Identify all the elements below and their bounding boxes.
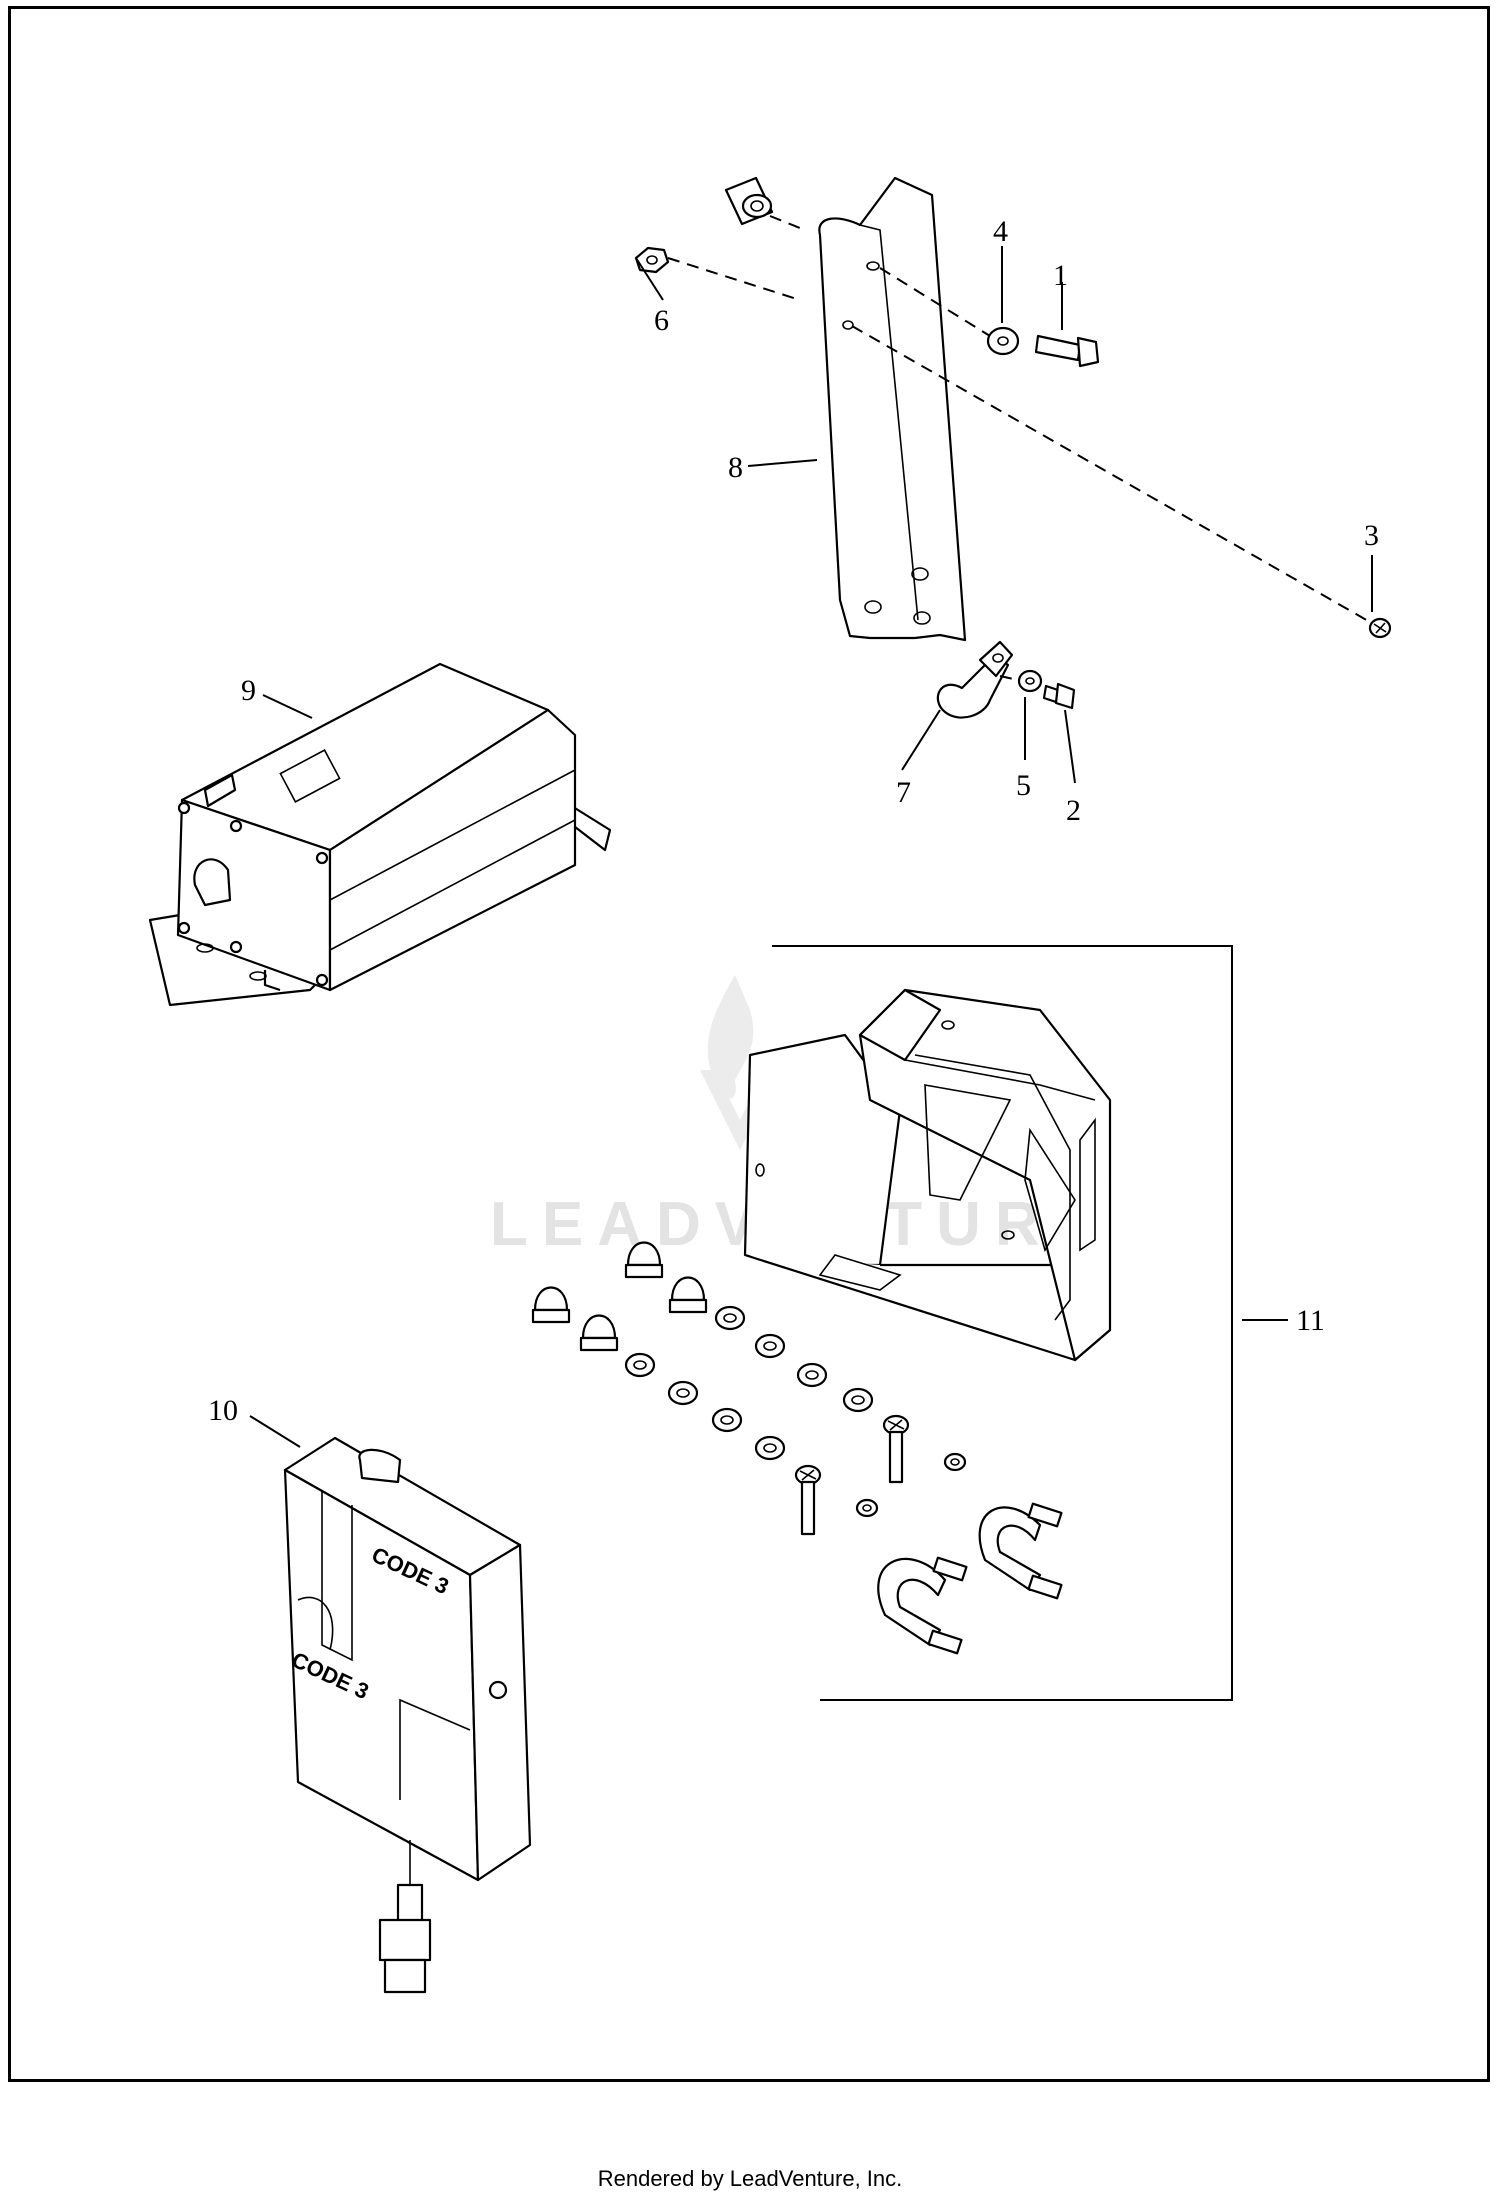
callout-4: 4 <box>993 215 1008 248</box>
lock-washers <box>624 1305 967 1518</box>
part-9-electronics-box <box>148 662 612 1007</box>
callout-6: 6 <box>654 304 669 337</box>
part-11-group-bracket-line <box>772 945 1233 1701</box>
part-3-screw <box>1368 617 1392 639</box>
diagram-frame <box>8 6 1490 2082</box>
part-7-clamp <box>936 640 1014 719</box>
part-6-nut <box>634 246 670 274</box>
acorn-nuts <box>531 1241 708 1352</box>
callout-1: 1 <box>1053 259 1068 292</box>
part-11-mount-bracket <box>743 988 1112 1362</box>
callout-11: 11 <box>1296 1304 1325 1337</box>
part-8-bracket <box>818 176 967 642</box>
part-2-bolt <box>1042 682 1076 710</box>
callout-10: 10 <box>208 1394 238 1427</box>
callout-8: 8 <box>728 451 743 484</box>
footer-credit: Rendered by LeadVenture, Inc. <box>597 2166 903 2191</box>
part-1-bolt <box>1034 334 1100 368</box>
part-4-washer <box>986 326 1020 356</box>
assembly-lines <box>667 215 1371 681</box>
exploded-parts-diagram: LEADVENTURE <box>148 176 1392 1994</box>
callout-5: 5 <box>1016 769 1031 802</box>
spacer-sleeve <box>724 176 774 226</box>
callout-9: 9 <box>241 674 256 707</box>
part-5-washer <box>1017 669 1043 693</box>
callout-numbers: 1 2 3 4 5 6 7 8 9 10 11 <box>208 215 1379 1427</box>
callout-7: 7 <box>896 776 911 809</box>
flame-logo-icon <box>707 975 754 1099</box>
callout-2: 2 <box>1066 794 1081 827</box>
leader-lines <box>249 246 1373 1448</box>
machine-screws <box>794 1414 910 1536</box>
part-10-siren-module: CODE 3 CODE 3 <box>283 1436 532 1994</box>
u-bolts <box>877 1502 1063 1655</box>
callout-3: 3 <box>1364 519 1379 552</box>
